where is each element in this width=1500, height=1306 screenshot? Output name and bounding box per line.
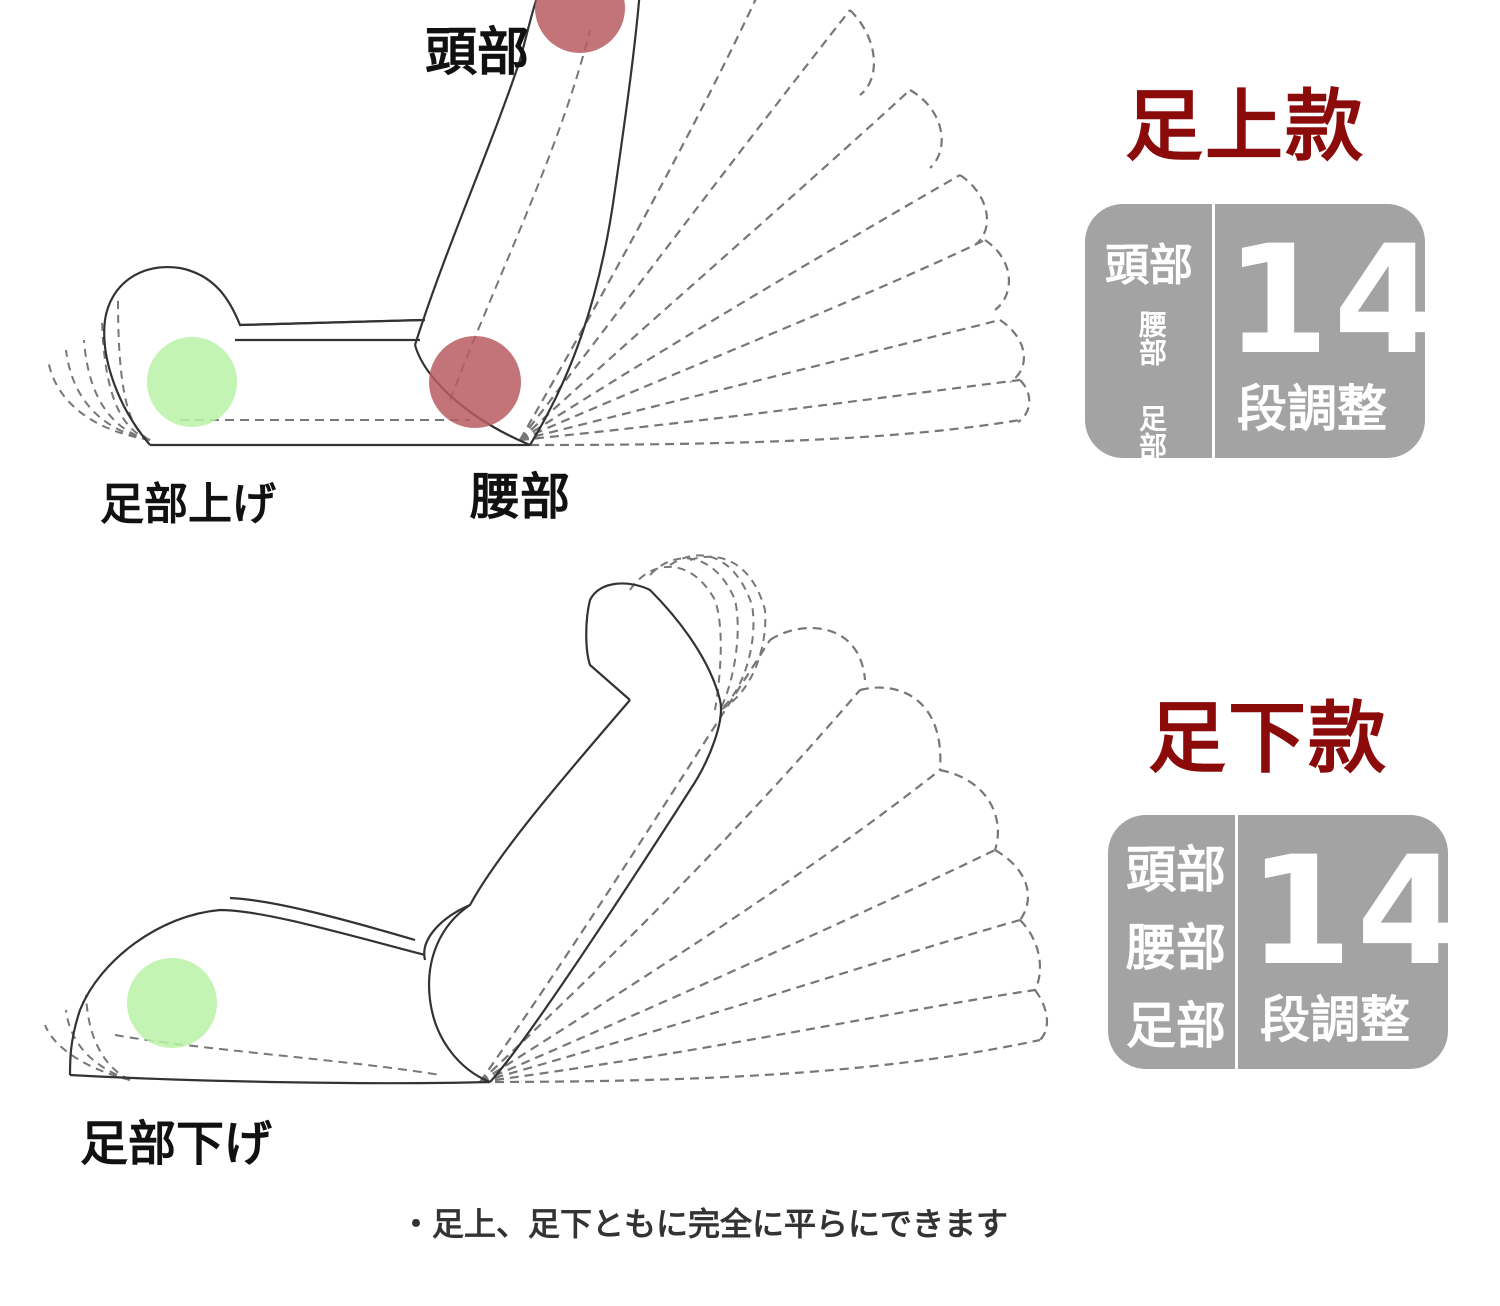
feet-down-panel-divider: [1235, 815, 1238, 1069]
head-marker: [535, 0, 625, 53]
flat-note: ・足上、足下ともに完全に平らにできます: [400, 1205, 1009, 1243]
bottom-backrest-positions-dashed: [479, 626, 1048, 1084]
feet-up-chair-diagram: [47, 0, 1031, 447]
feet-up-parts-column: 頭部 腰部 足部: [1085, 204, 1212, 459]
feet-up-marker: [147, 337, 237, 427]
feet-up-part-head: 頭部: [1105, 240, 1193, 291]
feet-up-step-count: 14: [1225, 214, 1425, 388]
feet-down-part-feet: 足部: [1126, 997, 1226, 1055]
feet-up-part-feet: 足部: [1135, 404, 1168, 458]
footrest-positions-dashed: [47, 299, 151, 441]
feet-up-label: 足部上げ: [100, 479, 276, 530]
feet-up-adjust-panel: 頭部 腰部 足部 14 段調整: [1085, 204, 1425, 458]
backrest-positions-dashed: [519, 0, 1031, 447]
feet-down-chair-diagram: [44, 554, 1048, 1085]
feet-down-step-unit: 段調整: [1260, 991, 1410, 1049]
feet-up-panel-divider: [1212, 204, 1215, 458]
feet-up-step-unit: 段調整: [1237, 380, 1387, 438]
feet-down-chair-outline: [68, 582, 723, 1085]
feet-down-label: 足部下げ: [80, 1116, 273, 1172]
bottom-headrest-positions-dashed: [629, 554, 767, 711]
feet-down-adjust-panel: 頭部 腰部 足部 14 段調整: [1108, 815, 1448, 1069]
top-backrest-dashed-line: [449, 29, 591, 401]
head-label: 頭部: [425, 23, 530, 83]
feet-down-step-count: 14: [1248, 825, 1448, 999]
feet-up-part-waist: 腰部: [1135, 310, 1168, 366]
feet-up-model-title: 足上款: [1125, 82, 1366, 172]
feet-down-part-waist: 腰部: [1126, 919, 1226, 977]
feet-down-parts-column: 頭部 腰部 足部: [1108, 815, 1235, 1069]
waist-marker: [429, 336, 521, 428]
feet-down-marker: [127, 958, 217, 1048]
bottom-footrest-positions-dashed: [44, 994, 131, 1081]
feet-down-model-title: 足下款: [1148, 694, 1389, 784]
feet-down-part-head: 頭部: [1126, 841, 1226, 899]
waist-label: 腰部: [470, 468, 570, 526]
feet-up-chair-outline: [103, 0, 641, 447]
